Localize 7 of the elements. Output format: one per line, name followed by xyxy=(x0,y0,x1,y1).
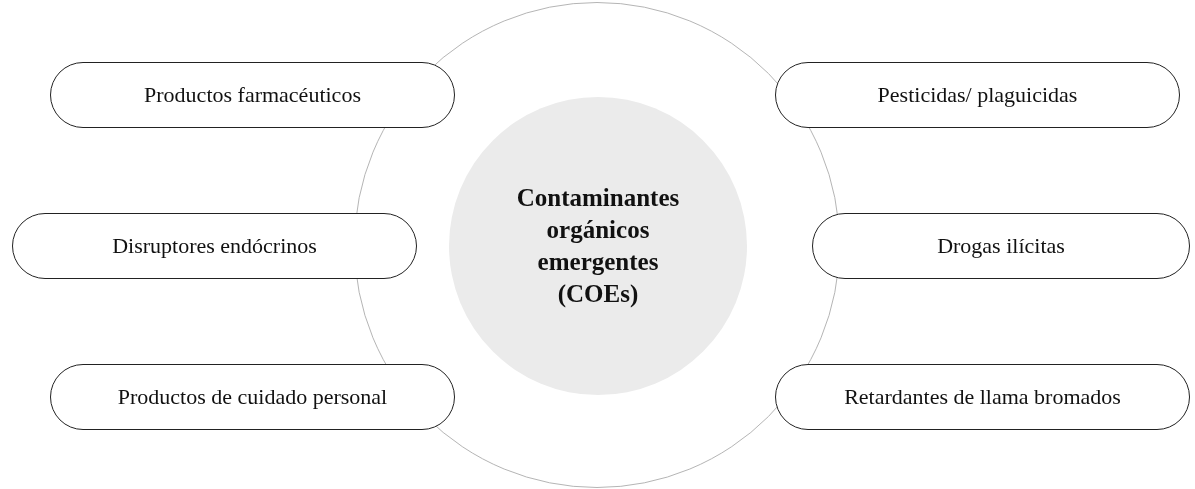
category-pill: Pesticidas/ plaguicidas xyxy=(775,62,1180,128)
category-pill: Drogas ilícitas xyxy=(812,213,1190,279)
category-pill: Disruptores endócrinos xyxy=(12,213,417,279)
category-pill: Productos de cuidado personal xyxy=(50,364,455,430)
heading-text: Contaminantes orgánicos emergentes (COEs) xyxy=(515,183,681,309)
category-pill: Retardantes de llama bromados xyxy=(775,364,1190,430)
category-pill: Productos farmacéuticos xyxy=(50,62,455,128)
